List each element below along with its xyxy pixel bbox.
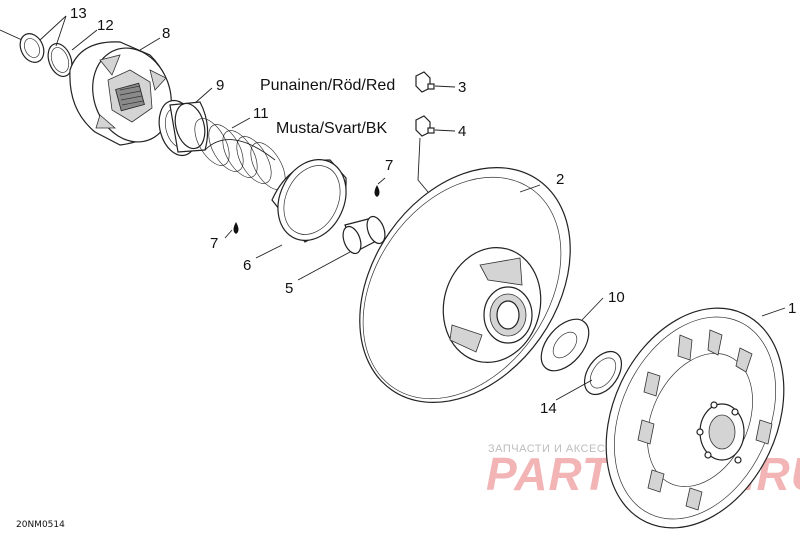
part-3-pin-red[interactable] (415, 71, 435, 93)
part-13-retaining-ring[interactable] (0, 29, 48, 66)
callout-7-lower: 7 (210, 235, 218, 252)
label-red: Punainen/Röd/Red (260, 77, 395, 94)
part-6-sleeve[interactable] (265, 148, 359, 251)
label-black: Musta/Svart/BK (276, 120, 387, 137)
part-5-bushing[interactable] (340, 214, 389, 256)
callout-14: 14 (540, 400, 557, 417)
callout-13: 13 (70, 5, 87, 22)
part-14-washer[interactable] (577, 345, 629, 402)
callout-4: 4 (458, 123, 466, 140)
callout-3: 3 (458, 79, 466, 96)
part-9-bushing[interactable] (153, 96, 209, 159)
callout-7-upper: 7 (385, 157, 393, 174)
drawing-code: 20NM0514 (16, 520, 65, 530)
callout-12: 12 (97, 17, 114, 34)
callout-2: 2 (556, 171, 564, 188)
callout-6: 6 (243, 257, 251, 274)
grease-drop-icon (374, 185, 380, 197)
callout-10: 10 (608, 289, 625, 306)
callout-5: 5 (285, 280, 293, 297)
grease-drop-icon (233, 222, 239, 234)
callout-1: 1 (788, 300, 796, 317)
callout-9: 9 (216, 77, 224, 94)
callout-11: 11 (253, 105, 269, 122)
part-12-ring[interactable] (44, 40, 76, 79)
part-10-washer[interactable] (532, 310, 598, 379)
part-4-pin-black[interactable] (415, 115, 435, 137)
part-1-fixed-sheave[interactable] (572, 279, 800, 534)
leader-lines (39, 15, 786, 401)
part-2-movable-sheave[interactable] (316, 127, 614, 442)
callout-8: 8 (162, 25, 170, 42)
